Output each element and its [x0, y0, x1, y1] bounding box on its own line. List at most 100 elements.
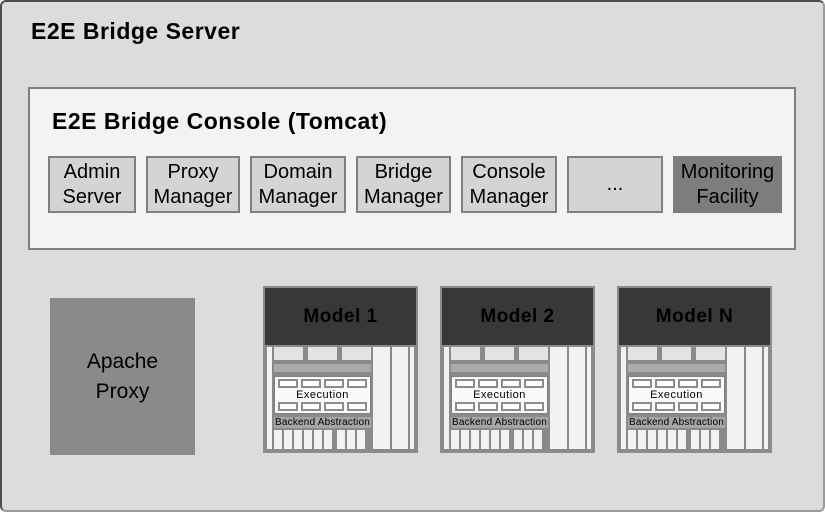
component-box — [274, 347, 303, 360]
adapter-strip — [294, 430, 302, 449]
execution-slot-row — [455, 379, 544, 388]
edge-strip — [410, 347, 414, 449]
console-module-row: Admin Server Proxy Manager Domain Manage… — [48, 156, 782, 213]
apache-proxy-box: Apache Proxy — [50, 298, 195, 455]
slot-box — [301, 402, 321, 411]
adapter-strip — [284, 430, 292, 449]
model-2-internals: Execution Backend Abstraction — [442, 345, 593, 451]
slot-box — [278, 379, 298, 388]
slot-box — [701, 402, 721, 411]
adapter-strip-row — [451, 430, 548, 449]
slot-box — [632, 402, 652, 411]
model-n-box: Model N — [617, 286, 772, 453]
divider-bar — [274, 364, 371, 372]
module-monitoring-facility: Monitoring Facility — [673, 156, 782, 213]
component-box — [519, 347, 548, 360]
model-n-header: Model N — [619, 288, 770, 345]
component-box — [696, 347, 725, 360]
slot-box — [524, 379, 544, 388]
adapter-strip — [304, 430, 312, 449]
adapter-strip — [628, 430, 636, 449]
slot-box — [678, 402, 698, 411]
adapter-strip — [524, 430, 532, 449]
execution-slot-row — [278, 379, 367, 388]
slot-box — [455, 402, 475, 411]
adapter-strip — [491, 430, 499, 449]
slot-box — [301, 379, 321, 388]
adapter-strip — [357, 430, 365, 449]
module-admin-server: Admin Server — [48, 156, 136, 213]
module-ellipsis: ... — [567, 156, 663, 213]
divider-bar — [628, 364, 725, 372]
edge-strip — [587, 347, 591, 449]
slot-box — [524, 402, 544, 411]
edge-strip — [621, 347, 626, 449]
slot-box — [324, 379, 344, 388]
bridge-console-box: E2E Bridge Console (Tomcat) Admin Server… — [28, 87, 796, 250]
server-title: E2E Bridge Server — [31, 18, 241, 44]
slot-box — [324, 402, 344, 411]
service-strip — [392, 347, 408, 449]
slot-box — [501, 402, 521, 411]
execution-slot-row — [632, 402, 721, 411]
adapter-strip — [711, 430, 719, 449]
component-box — [342, 347, 371, 360]
execution-slot-row — [632, 379, 721, 388]
adapter-strip — [274, 430, 282, 449]
execution-panel: Execution — [451, 376, 548, 414]
component-box — [485, 347, 514, 360]
model-1-internals: Execution Backend Abstraction — [265, 345, 416, 451]
component-box — [628, 347, 657, 360]
edge-strip — [267, 347, 272, 449]
execution-label: Execution — [650, 389, 703, 401]
slot-box — [501, 379, 521, 388]
service-strip — [746, 347, 762, 449]
adapter-strip — [324, 430, 332, 449]
divider-bar — [451, 364, 548, 372]
service-strip — [727, 347, 744, 449]
slot-box — [455, 379, 475, 388]
service-strip — [550, 347, 567, 449]
backend-abstraction-bar: Backend Abstraction — [274, 417, 371, 428]
execution-slot-row — [278, 402, 367, 411]
adapter-strip — [678, 430, 686, 449]
adapter-strip — [461, 430, 469, 449]
slot-box — [701, 379, 721, 388]
adapter-strip — [451, 430, 459, 449]
execution-label: Execution — [296, 389, 349, 401]
slot-box — [478, 379, 498, 388]
slot-box — [655, 379, 675, 388]
service-strip — [569, 347, 585, 449]
model-1-header: Model 1 — [265, 288, 416, 345]
slot-box — [632, 379, 652, 388]
slot-box — [347, 379, 367, 388]
component-box — [662, 347, 691, 360]
edge-strip — [444, 347, 449, 449]
component-row — [451, 347, 548, 360]
module-bridge-manager: Bridge Manager — [356, 156, 451, 213]
adapter-strip — [668, 430, 676, 449]
module-console-manager: Console Manager — [461, 156, 557, 213]
backend-abstraction-bar: Backend Abstraction — [451, 417, 548, 428]
adapter-strip — [638, 430, 646, 449]
execution-panel: Execution — [274, 376, 371, 414]
module-domain-manager: Domain Manager — [250, 156, 346, 213]
adapter-strip — [481, 430, 489, 449]
console-title: E2E Bridge Console (Tomcat) — [52, 108, 388, 134]
execution-panel: Execution — [628, 376, 725, 414]
adapter-strip — [501, 430, 509, 449]
execution-label: Execution — [473, 389, 526, 401]
execution-slot-row — [455, 402, 544, 411]
model-2-box: Model 2 — [440, 286, 595, 453]
backend-abstraction-bar: Backend Abstraction — [628, 417, 725, 428]
adapter-strip — [534, 430, 542, 449]
adapter-strip — [314, 430, 322, 449]
adapter-strip — [514, 430, 522, 449]
adapter-strip — [691, 430, 699, 449]
module-proxy-manager: Proxy Manager — [146, 156, 240, 213]
slot-box — [347, 402, 367, 411]
slot-box — [678, 379, 698, 388]
adapter-strip — [347, 430, 355, 449]
